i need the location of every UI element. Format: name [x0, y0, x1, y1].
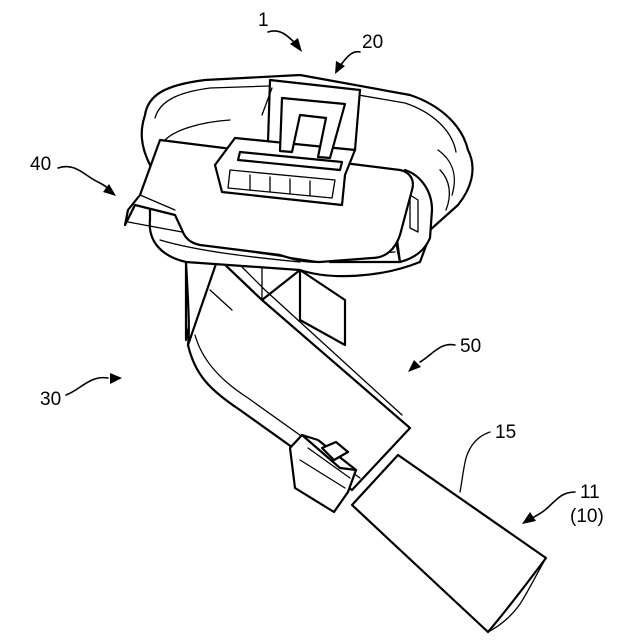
ref-label-30: 30: [40, 389, 61, 410]
ref-label-40: 40: [30, 154, 51, 175]
leader-arrow-40: [58, 167, 110, 190]
ref-label-11: 11: [580, 482, 600, 503]
cable: [352, 455, 546, 632]
leader-arrow-11: [532, 492, 575, 518]
leader-arrow-30: [66, 378, 108, 395]
leader-arrow-1: [268, 31, 296, 44]
leader-arrow-20: [340, 52, 360, 66]
ref-label-20: 20: [362, 32, 383, 53]
ref-label-15: 15: [495, 422, 516, 443]
ref-label-1: 1: [258, 10, 269, 31]
leader-line-15: [460, 432, 490, 492]
leader-arrow-50: [420, 345, 455, 362]
ref-label-50: 50: [460, 336, 481, 357]
ref-label-10: (10): [570, 506, 604, 527]
